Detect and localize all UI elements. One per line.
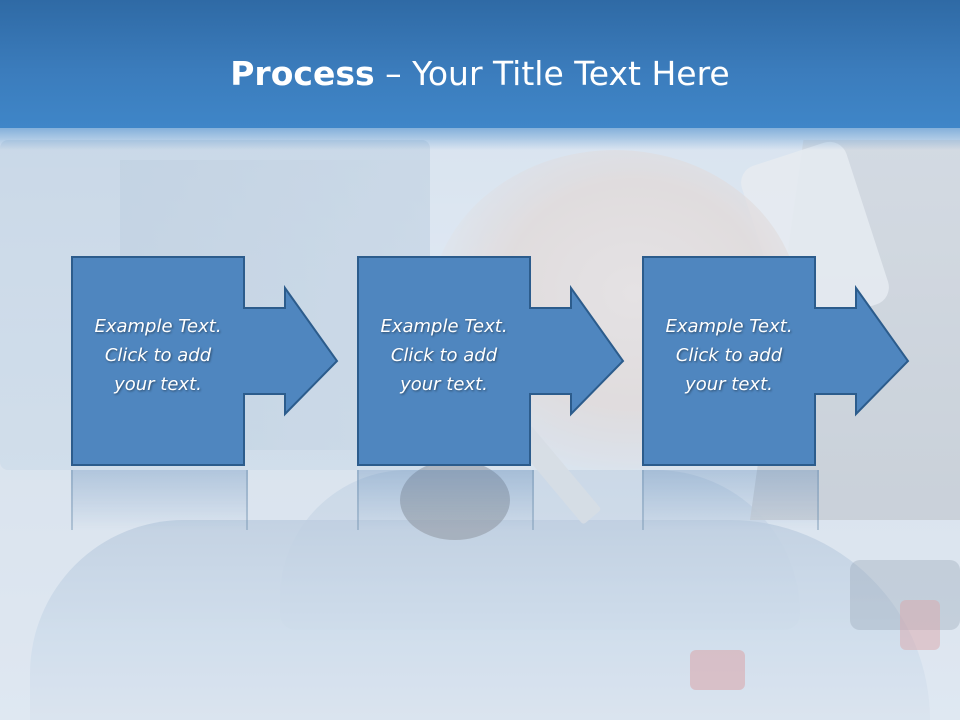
step-text-line: Example Text. xyxy=(665,316,793,337)
process-step-1[interactable]: Example Text. Click to add your text. xyxy=(71,256,339,466)
step-text-line: your text. xyxy=(685,374,773,395)
slide-title-bold: Process xyxy=(230,54,375,93)
background-car xyxy=(30,520,930,720)
step-text-line: Click to add xyxy=(390,345,498,366)
step-reflection xyxy=(642,470,819,540)
step-text-line: Click to add xyxy=(104,345,212,366)
step-text: Example Text. Click to add your text. xyxy=(359,312,529,399)
step-text: Example Text. Click to add your text. xyxy=(644,312,814,399)
step-text-line: Example Text. xyxy=(380,316,508,337)
slide-title-rest: – Your Title Text Here xyxy=(374,54,730,93)
title-band: Process – Your Title Text Here xyxy=(0,0,960,150)
step-reflection xyxy=(71,470,248,540)
step-text: Example Text. Click to add your text. xyxy=(73,312,243,399)
background-taillight xyxy=(900,600,940,650)
step-text-line: Example Text. xyxy=(94,316,222,337)
arrow-callout-shape xyxy=(642,256,910,466)
step-reflection xyxy=(357,470,534,540)
slide-title[interactable]: Process – Your Title Text Here xyxy=(0,52,960,96)
step-text-line: your text. xyxy=(400,374,488,395)
arrow-callout-shape xyxy=(357,256,625,466)
step-text-line: Click to add xyxy=(675,345,783,366)
background-key-fob xyxy=(400,460,510,540)
step-text-line: your text. xyxy=(114,374,202,395)
arrow-callout-shape xyxy=(71,256,339,466)
process-step-2[interactable]: Example Text. Click to add your text. xyxy=(357,256,625,466)
process-step-3[interactable]: Example Text. Click to add your text. xyxy=(642,256,910,466)
background-taillight xyxy=(690,650,745,690)
